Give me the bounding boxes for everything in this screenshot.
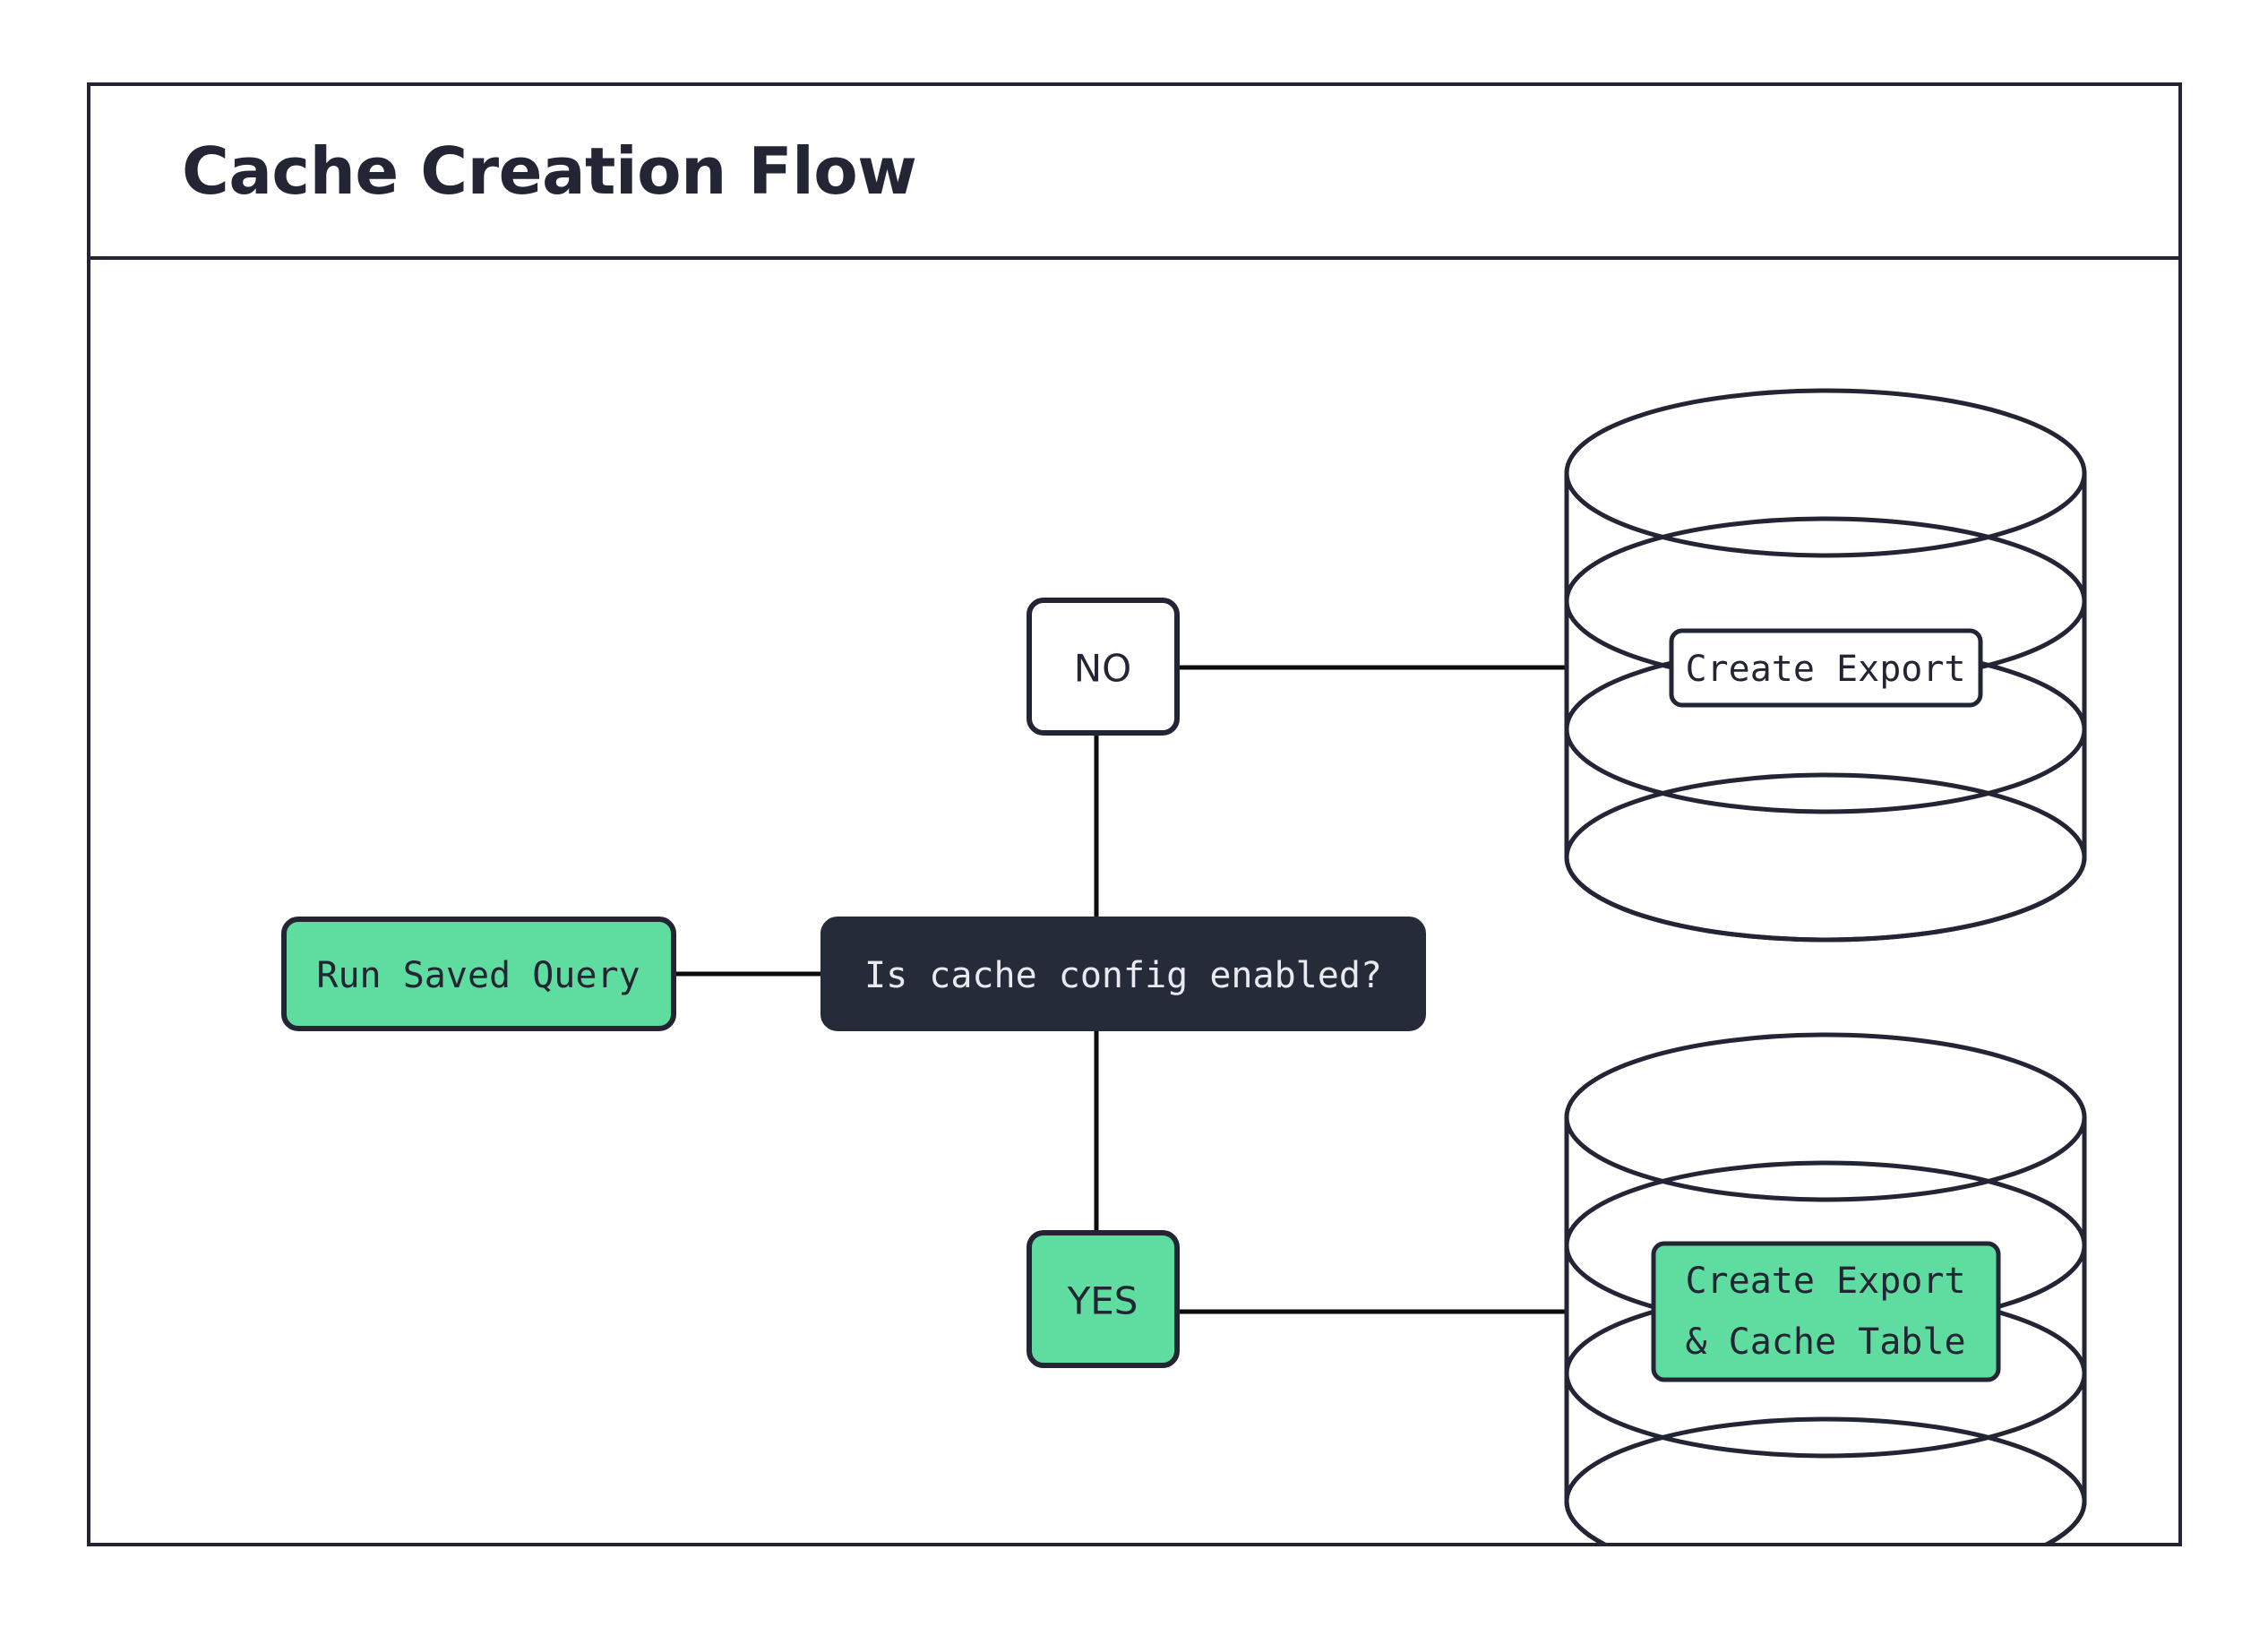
- flowchart-area: Create Export Create Export & Cache Tabl…: [90, 260, 2178, 1543]
- create-export-cache-table-label-box: [1651, 1241, 2001, 1382]
- node-is-cache-config-enabled[interactable]: Is cache config enabled?: [820, 917, 1426, 1031]
- no-branch-label: NO: [1074, 647, 1131, 691]
- diagram-frame: Cache Creation Flow: [87, 82, 2182, 1546]
- yes-branch-label: YES: [1067, 1279, 1138, 1323]
- page-title: Cache Creation Flow: [182, 133, 917, 209]
- node-create-export-database[interactable]: Create Export: [1564, 388, 2087, 943]
- create-export-label-box: [1669, 628, 1983, 708]
- node-run-saved-query[interactable]: Run Saved Query: [281, 917, 676, 1031]
- diagram-header: Cache Creation Flow: [90, 86, 2178, 260]
- node-no-branch[interactable]: NO: [1027, 598, 1180, 736]
- node-create-export-cache-table-database[interactable]: Create Export & Cache Table: [1564, 1032, 2087, 1543]
- run-saved-query-label: Run Saved Query: [316, 955, 640, 996]
- is-cache-config-enabled-label: Is cache config enabled?: [864, 955, 1382, 996]
- node-yes-branch[interactable]: YES: [1027, 1230, 1180, 1368]
- create-export-label: Create Export: [1685, 649, 1965, 690]
- flowchart-svg: Create Export Create Export & Cache Tabl…: [281, 388, 2087, 1543]
- create-export-cache-table-label-line1: Create Export: [1685, 1261, 1965, 1302]
- create-export-cache-table-label-line2: & Cache Table: [1685, 1321, 1965, 1363]
